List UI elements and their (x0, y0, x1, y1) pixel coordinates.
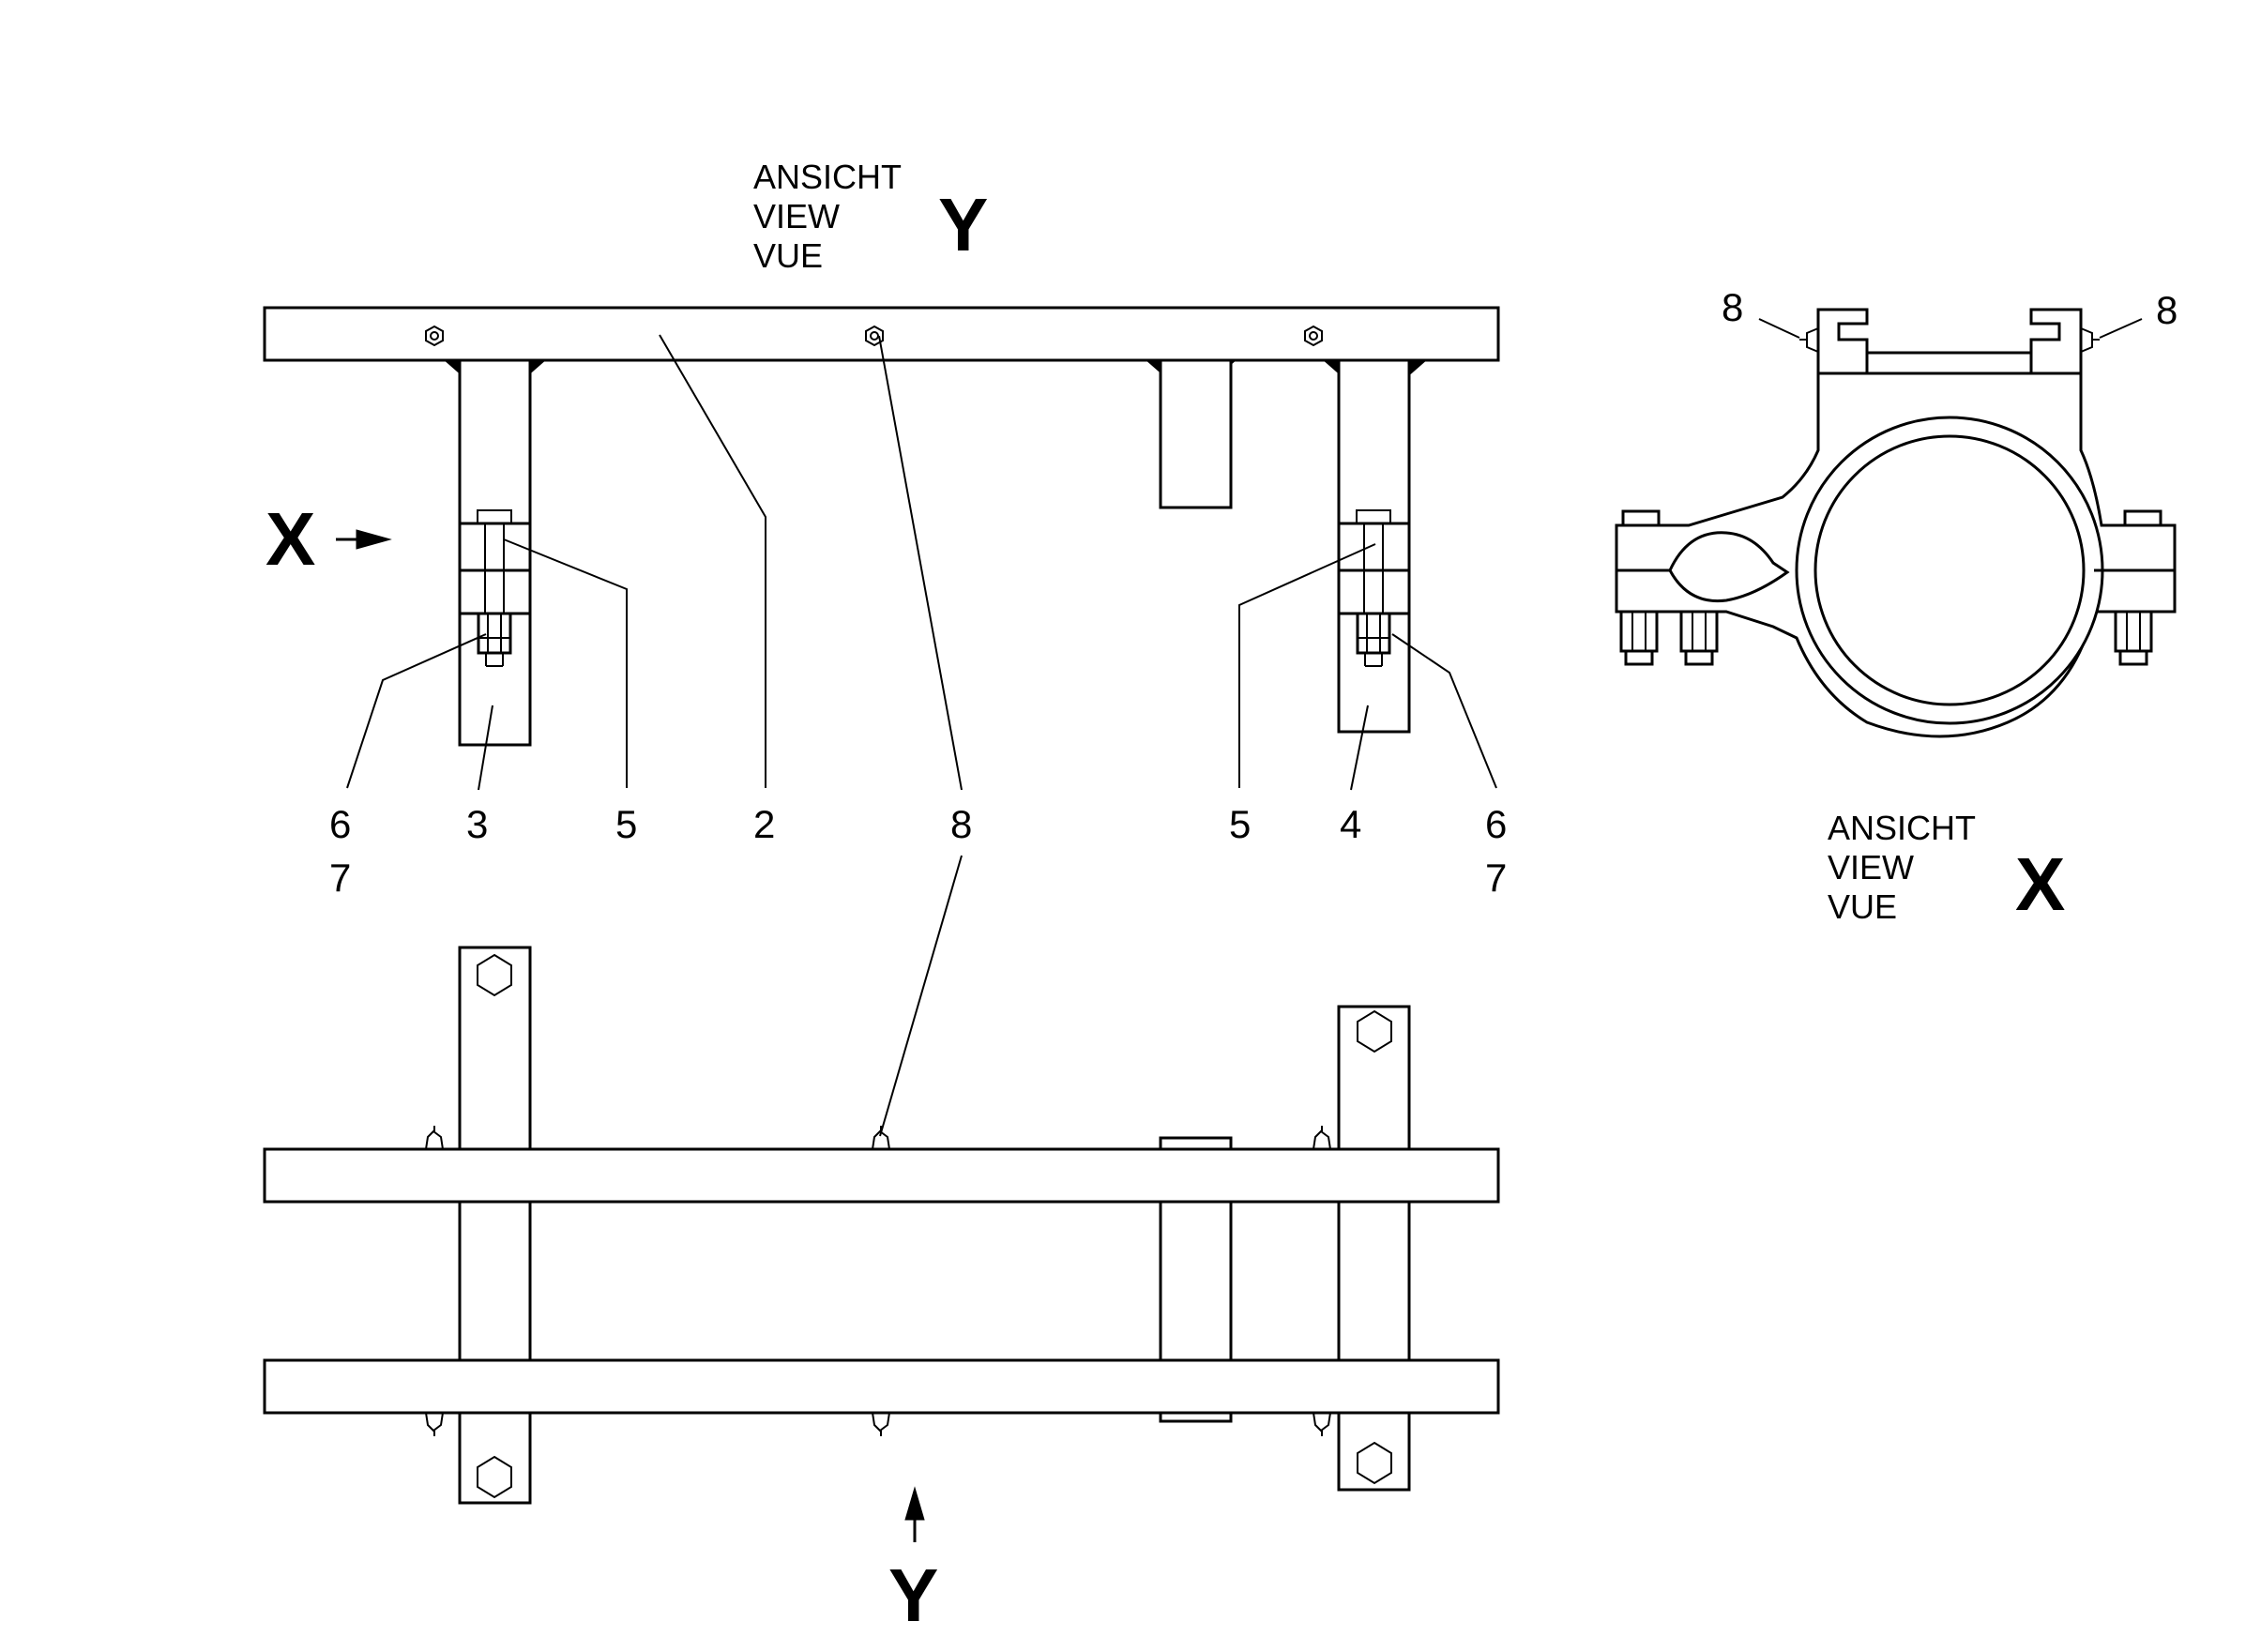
clip-part-8 (871, 1412, 891, 1436)
view-y-line1: ANSICHT (753, 158, 902, 196)
callout-6-right: 6 (1485, 802, 1507, 846)
hex-head (477, 1455, 512, 1499)
clamp-nut (1621, 509, 1661, 527)
center-stub (1159, 358, 1233, 509)
clip-part-8 (871, 1126, 891, 1150)
clamp-lug-right (2029, 308, 2083, 375)
hanger-part-3 (458, 358, 532, 747)
clamp-bolt-bottom (1619, 610, 1659, 666)
callout-4: 4 (1340, 802, 1361, 846)
view-x-line1: ANSICHT (1828, 809, 1976, 847)
leader-line (2099, 318, 2143, 339)
view-x-letter: X (2015, 842, 2065, 926)
hex-head (1357, 1009, 1392, 1053)
hanger-part-4 (1337, 358, 1411, 734)
leader-line (346, 633, 487, 789)
view-y-letter: Y (938, 183, 988, 266)
callout-3: 3 (466, 802, 488, 846)
beam-nut-left (425, 325, 444, 347)
beam-nut-right (1304, 325, 1323, 347)
plan-bar-right (1337, 1005, 1411, 1492)
callout-numbers: 6 7 3 5 2 8 5 4 6 7 (329, 802, 1507, 900)
view-x-direction-arrow: X (266, 497, 392, 581)
clamp-bolt-bottom (1679, 610, 1719, 666)
view-x-side: 8 8 (1615, 285, 2178, 738)
callout-8-side-left: 8 (1722, 285, 1743, 329)
plan-beam-lower (263, 1358, 1500, 1415)
plan-beam-upper (263, 1147, 1500, 1204)
leader-line (879, 855, 963, 1137)
leader-line (1350, 705, 1369, 791)
callout-5-left: 5 (615, 802, 637, 846)
leader-line (478, 705, 493, 791)
callout-8-side-right: 8 (2156, 288, 2178, 332)
y-arrow-letter: Y (888, 1553, 938, 1637)
clamp-nut (2123, 509, 2162, 527)
callout-2: 2 (753, 802, 775, 846)
view-y-line3: VUE (753, 236, 823, 275)
view-x-line3: VUE (1828, 887, 1897, 926)
pipe-inner (1813, 434, 2086, 706)
view-y-direction-arrow: Y (888, 1486, 938, 1637)
callout-6-left: 6 (329, 802, 351, 846)
callout-7-left: 7 (329, 856, 351, 900)
hex-head (477, 953, 512, 997)
view-x-line2: VIEW (1828, 848, 1914, 887)
clip-part-8 (1312, 1412, 1332, 1436)
callout-8-center: 8 (950, 802, 972, 846)
clip-part-8 (1312, 1126, 1332, 1150)
view-x-label: ANSICHT VIEW VUE X (1828, 809, 2065, 926)
view-y-front (263, 306, 1500, 791)
clip-part-8 (424, 1412, 445, 1436)
clamp-bolt-bottom (2114, 610, 2153, 666)
clip-part-8 (424, 1126, 445, 1150)
plan-bar-left (458, 946, 532, 1505)
leader-line (878, 335, 963, 791)
callout-5-right: 5 (1229, 802, 1251, 846)
view-y-label: ANSICHT VIEW VUE Y (753, 158, 988, 275)
beam-nut-center (865, 325, 884, 347)
leader-line (659, 334, 766, 788)
clamp-lug-left (1816, 308, 1869, 375)
plan-view (263, 855, 1500, 1505)
x-arrow-letter: X (266, 497, 315, 581)
callout-7-right: 7 (1485, 856, 1507, 900)
view-y-line2: VIEW (753, 197, 840, 235)
leader-line (1758, 318, 1800, 339)
leader-line (1391, 633, 1497, 789)
leader-line (503, 538, 628, 788)
bolt-part-5-right (1356, 509, 1391, 667)
weld-mark (1408, 359, 1428, 374)
bolt-part-5-left (477, 509, 512, 667)
hex-head (1357, 1441, 1392, 1485)
leader-line (1238, 543, 1376, 788)
